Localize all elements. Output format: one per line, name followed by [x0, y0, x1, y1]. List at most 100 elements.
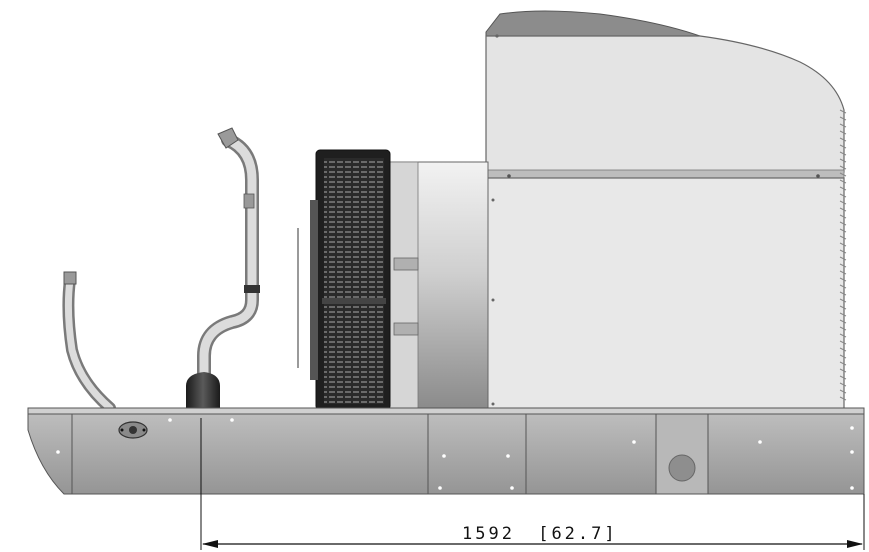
louver-slat — [839, 312, 847, 317]
louver-slat — [839, 109, 847, 114]
louver-slat — [839, 144, 847, 149]
enclosure-side-louvers — [839, 109, 847, 401]
louver-slat — [839, 368, 847, 373]
louver-slat — [839, 172, 847, 177]
louver-slat — [839, 333, 847, 338]
base-bolts — [56, 418, 854, 490]
louver-slat — [839, 116, 847, 121]
base-rail-left-end — [27, 413, 73, 495]
louver-slat — [839, 242, 847, 247]
louver-slat — [839, 284, 847, 289]
louver-slat — [839, 214, 847, 219]
louver-slat — [839, 256, 847, 261]
louver-slat — [839, 354, 847, 359]
rivet — [491, 198, 495, 202]
lifting-hole — [668, 454, 696, 482]
bolt-dot — [758, 440, 762, 444]
bolt-dot — [442, 454, 446, 458]
enclosure-roof — [485, 10, 701, 37]
louver-slat — [839, 165, 847, 170]
alternator-cap — [387, 161, 419, 411]
upper-hose-nozzle — [217, 127, 239, 149]
fan-guard-rim — [310, 200, 318, 380]
drain-fitting — [118, 421, 148, 439]
rivet — [491, 402, 495, 406]
louver-slat — [839, 340, 847, 345]
dimension-arrow-right — [847, 540, 863, 548]
louver-slat — [839, 347, 847, 352]
louver-slat — [839, 319, 847, 324]
dimension-arrow-left — [202, 540, 218, 548]
radiator-fan-guard — [297, 149, 391, 411]
bolt-dot — [850, 486, 854, 490]
enclosure-upper-panel — [485, 35, 845, 173]
lower-hose-pipe-highlight — [64, 276, 114, 412]
rivet — [816, 174, 820, 178]
louver-slat — [839, 396, 847, 401]
upper-hose — [186, 127, 260, 410]
upper-hose-bulb — [186, 372, 220, 410]
louver-slat — [839, 375, 847, 380]
bolt-dot — [506, 454, 510, 458]
louver-slat — [839, 207, 847, 212]
louver-slat — [839, 249, 847, 254]
base-rail-section — [707, 413, 865, 495]
louver-slat — [839, 298, 847, 303]
louver-slat — [839, 193, 847, 198]
dimension-imperial: [62.7] — [538, 524, 617, 544]
alternator-stud — [393, 322, 419, 336]
upper-hose-pipe-highlight — [199, 135, 257, 383]
bolt-dot — [168, 418, 172, 422]
enclosure-lower-panel — [485, 177, 845, 411]
rivet — [507, 174, 511, 178]
rivet — [491, 298, 495, 302]
base-top-rail — [27, 407, 865, 415]
base-rail-section — [427, 413, 527, 495]
louver-slat — [839, 305, 847, 310]
louver-slat — [839, 277, 847, 282]
fan-guard-divider — [322, 298, 386, 304]
bolt-dot — [56, 450, 60, 454]
alternator-stud — [393, 257, 419, 271]
louver-slat — [839, 123, 847, 128]
bolt-dot — [510, 486, 514, 490]
louver-slat — [839, 235, 847, 240]
louver-slat — [839, 270, 847, 275]
louver-slat — [839, 326, 847, 331]
louver-slat — [839, 291, 847, 296]
lower-hose-cap — [63, 271, 77, 285]
base-rail-section — [655, 413, 709, 495]
bolt-dot — [438, 486, 442, 490]
louver-slat — [839, 361, 847, 366]
enclosure-housing — [485, 10, 847, 411]
upper-hose-clamp — [244, 285, 260, 293]
louver-slat — [839, 382, 847, 387]
rivet — [495, 34, 499, 38]
bolt-dot — [632, 440, 636, 444]
enclosure-seam — [485, 169, 845, 179]
dimension-metric: 1592 — [462, 524, 515, 544]
alternator — [387, 161, 489, 411]
base-rail-section — [525, 413, 657, 495]
louver-slat — [839, 130, 847, 135]
louver-slat — [839, 186, 847, 191]
base-frame — [27, 407, 865, 495]
dimension-annotation: 1592 [62.7] — [200, 418, 865, 550]
bolt-dot — [850, 450, 854, 454]
louver-slat — [839, 158, 847, 163]
bolt-dot — [230, 418, 234, 422]
louver-slat — [839, 137, 847, 142]
louver-slat — [839, 179, 847, 184]
lower-hose — [62, 271, 116, 414]
upper-hose-clamp — [243, 193, 255, 209]
louver-slat — [839, 263, 847, 268]
fan-guard-grille — [324, 304, 384, 404]
louver-slat — [839, 389, 847, 394]
fan-guard-grille — [324, 158, 384, 298]
louver-slat — [839, 200, 847, 205]
bolt-dot — [850, 426, 854, 430]
louver-slat — [839, 221, 847, 226]
louver-slat — [839, 151, 847, 156]
dimension-value-label: 1592 [62.7] — [462, 524, 618, 544]
